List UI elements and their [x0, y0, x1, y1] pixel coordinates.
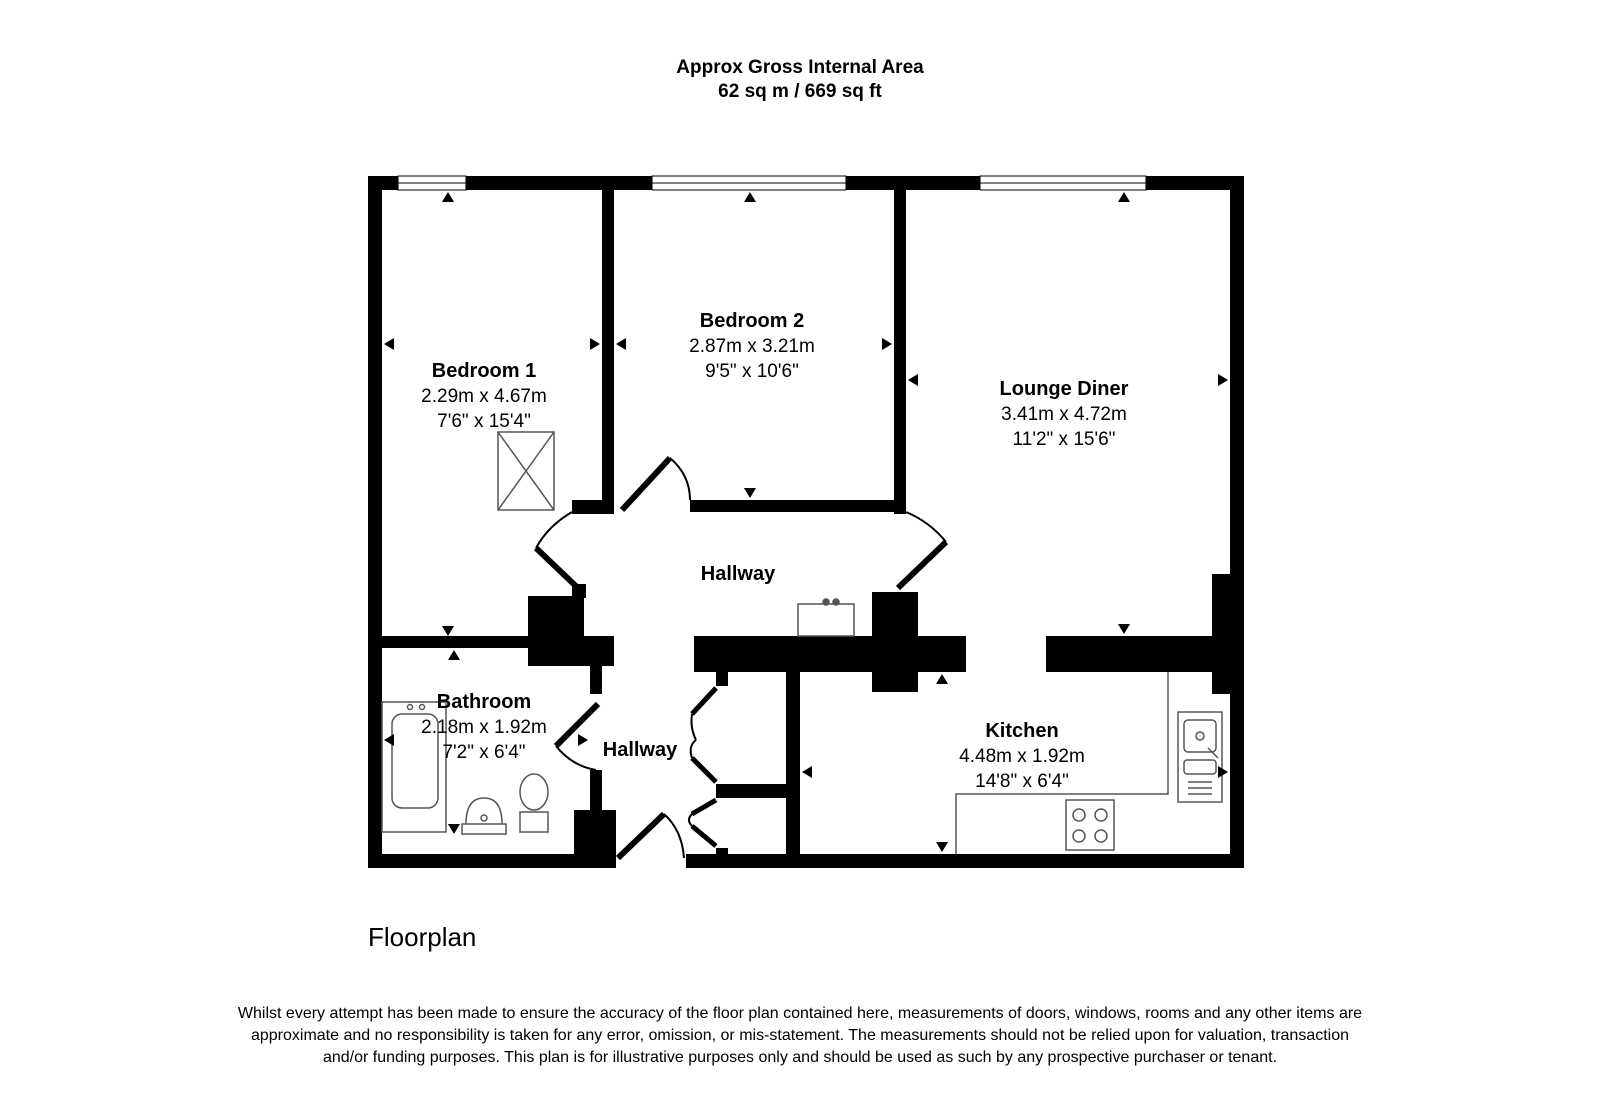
stub-cupboard-top [716, 672, 728, 686]
stub-hall-door-bottom [686, 854, 716, 868]
arrow-kitchen-bottom [936, 842, 948, 852]
room-bedroom1-name: Bedroom 1 [432, 360, 536, 382]
door-lounge-leaf [895, 539, 949, 591]
arrow-bed1-left [384, 338, 394, 350]
bedroom1-storage [497, 431, 555, 511]
bathtub-icon [381, 701, 447, 833]
door-bedroom2-leaf [619, 455, 673, 513]
fixtures [381, 431, 1223, 854]
stub-bed1-door [572, 500, 614, 514]
wall-bottom-left [368, 854, 616, 868]
door-bedroom1-swing [535, 511, 573, 549]
arrow-bed2-right [882, 338, 892, 350]
arrow-bath-right [578, 734, 588, 746]
toilet-icon [519, 773, 549, 833]
room-lounge-name: Lounge Diner [1000, 378, 1129, 400]
exterior-walls [368, 176, 1244, 868]
interior-walls [368, 176, 1244, 868]
arrow-bed1-right [590, 338, 600, 350]
hob-icon [1065, 799, 1115, 851]
arrow-kitchen-top [936, 674, 948, 684]
door-cupboard-upper-leaf [690, 686, 718, 716]
wall-bed2-lounge [894, 176, 906, 514]
door-bedroom1-leaf [533, 545, 583, 593]
room-bedroom2-metric: 2.87m x 3.21m [689, 336, 815, 357]
pillar-hall-right [872, 592, 918, 692]
door-cupboard-upper-swing2 [689, 739, 697, 759]
kitchen-sink-icon [1177, 711, 1223, 803]
wall-bottom-right [686, 854, 1244, 868]
stub-kitchen-top [918, 636, 966, 672]
room-kitchen-name: Kitchen [985, 720, 1058, 742]
room-labels: Bedroom 1 2.29m x 4.67m 7'6" x 15'4" Bed… [421, 310, 1128, 792]
wall-right-lower [1230, 574, 1244, 868]
arrow-kitchen-right [1218, 766, 1228, 778]
stub-cupboard-bottom [716, 848, 728, 856]
arrow-lounge-right [1218, 374, 1228, 386]
window-bedroom2 [651, 175, 847, 191]
room-bedroom2-name: Bedroom 2 [700, 310, 804, 332]
door-bathroom-swing [555, 745, 597, 771]
area-title: Approx Gross Internal Area [676, 57, 924, 78]
dimension-arrows [384, 192, 1228, 852]
stub-hall-left [584, 636, 614, 666]
arrow-lounge-left [908, 374, 918, 386]
kitchen-worktop [955, 672, 1169, 854]
door-entrance-swing [663, 813, 685, 859]
wall-left [368, 176, 382, 868]
arrow-bath-bottom [448, 824, 460, 834]
room-hallway-lower-name: Hallway [603, 739, 678, 761]
wall-right-upper [1230, 176, 1244, 576]
room-bedroom1-metric: 2.29m x 4.67m [421, 386, 547, 407]
room-lounge-metric: 3.41m x 4.72m [1001, 404, 1127, 425]
arrow-bath-left [384, 734, 394, 746]
arrow-bed2-bottom [744, 488, 756, 498]
arrow-bed1-top [442, 192, 454, 202]
door-cupboard-upper-leaf2 [690, 756, 718, 784]
room-bathroom-metric: 2.18m x 1.92m [421, 717, 547, 738]
disclaimer-text: Whilst every attempt has been made to en… [237, 1005, 1363, 1066]
room-bedroom1-imperial: 7'6" x 15'4" [437, 411, 531, 432]
arrow-lounge-top [1118, 192, 1130, 202]
door-cupboard-lower-leaf [690, 797, 718, 817]
wall-bath-right-lower [590, 770, 602, 868]
room-lounge-imperial: 11'2" x 15'6" [1013, 429, 1116, 450]
wall-bed2-bottom [690, 500, 904, 512]
doors [533, 455, 949, 861]
room-hallway-upper-name: Hallway [701, 563, 776, 585]
door-cupboard-lower-leaf2 [690, 824, 718, 848]
floor-label: Floorplan [368, 922, 477, 952]
area-value: 62 sq m / 669 sq ft [718, 81, 882, 102]
room-bathroom-name: Bathroom [437, 691, 531, 713]
room-kitchen-imperial: 14'8" x 6'4" [975, 771, 1069, 792]
windows [397, 175, 1147, 191]
window-bedroom1 [397, 175, 467, 191]
arrow-bed1-bottom [442, 626, 454, 636]
arrow-kitchen-left [802, 766, 812, 778]
basin-icon [461, 797, 507, 835]
arrow-lounge-bottom [1118, 624, 1130, 634]
door-bedroom2-swing [669, 457, 691, 501]
door-lounge-swing [905, 511, 947, 543]
door-bathroom-leaf [553, 701, 601, 749]
door-cupboard-lower-swing [688, 813, 693, 827]
wall-cupboard-right [786, 672, 800, 868]
wall-bed1-bed2 [602, 176, 614, 512]
room-bedroom2-imperial: 9'5" x 10'6" [705, 361, 799, 382]
stub-bath-door-top [590, 666, 602, 694]
area-header: Approx Gross Internal Area 62 sq m / 669… [0, 56, 1600, 104]
arrow-bath-top [448, 650, 460, 660]
hallway-meter-icon [797, 598, 855, 637]
wall-cupboard-mid [716, 784, 800, 798]
room-kitchen-metric: 4.48m x 1.92m [959, 746, 1085, 767]
pillar-hall-left [528, 596, 584, 666]
wall-lounge-kitchen [1046, 636, 1244, 672]
arrow-bed2-top [744, 192, 756, 202]
arrow-bed2-left [616, 338, 626, 350]
door-cupboard-upper-swing [690, 713, 697, 741]
room-bathroom-imperial: 7'2" x 6'4" [442, 742, 525, 763]
window-lounge [979, 175, 1147, 191]
door-entrance-leaf [615, 811, 667, 861]
